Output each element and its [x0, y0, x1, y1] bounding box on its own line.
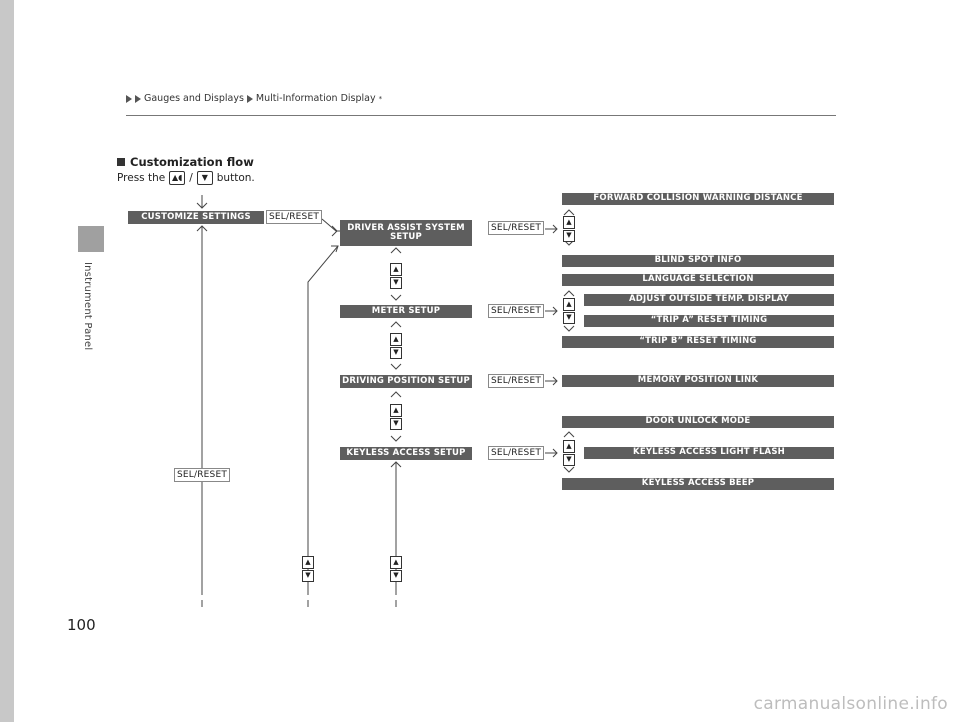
- up-down-arrows: ▲▼: [563, 440, 575, 466]
- breadcrumb-item-mid: Multi-Information Display: [255, 93, 376, 104]
- down-arrow-icon: ▼: [563, 229, 575, 242]
- watermark-text: carmanualsonline.info: [753, 694, 948, 714]
- page-number: 100: [67, 616, 96, 634]
- up-down-arrows: ▲▼: [563, 216, 575, 242]
- up-down-arrows: ▲▼: [302, 556, 314, 582]
- intro-before: Press the: [117, 172, 166, 184]
- down-arrow-icon: ▼: [302, 569, 314, 582]
- down-arrow-icon: ▼: [390, 276, 402, 289]
- up-arrow-icon: ▲: [563, 216, 575, 229]
- section-title: Customization flow: [117, 155, 254, 169]
- breadcrumb-arrow-icon: [135, 94, 141, 103]
- blind-spot-box: BLIND SPOT INFO: [562, 255, 834, 267]
- keyless-light-flash-box: KEYLESS ACCESS LIGHT FLASH: [584, 447, 834, 459]
- up-down-arrows: ▲▼: [563, 298, 575, 324]
- driving-position-setup-box: DRIVING POSITION SETUP: [340, 375, 472, 388]
- section-tab: [78, 226, 104, 252]
- header-rule: [126, 115, 836, 116]
- down-arrow-icon: ▼: [390, 417, 402, 430]
- up-arrow-icon: ▲: [390, 556, 402, 569]
- section-title-text: Customization flow: [130, 155, 254, 169]
- up-arrow-icon: ▲: [563, 298, 575, 311]
- intro-after: button.: [216, 172, 255, 184]
- up-arrow-icon: ▲: [390, 404, 402, 417]
- forward-collision-box: FORWARD COLLISION WARNING DISTANCE: [562, 193, 834, 205]
- adjust-outside-temp-box: ADJUST OUTSIDE TEMP. DISPLAY: [584, 294, 834, 306]
- up-arrow-icon: ▲: [390, 333, 402, 346]
- down-arrow-icon: ▼: [390, 346, 402, 359]
- up-arrow-icon: ▲: [302, 556, 314, 569]
- up-arrow-icon: ▲: [390, 263, 402, 276]
- meter-setup-box: METER SETUP: [340, 305, 472, 318]
- bullet-square-icon: [117, 158, 125, 166]
- breadcrumb-item-gauges: Gauges and Displays: [144, 93, 244, 104]
- keyless-access-setup-box: KEYLESS ACCESS SETUP: [340, 447, 472, 460]
- up-down-arrows: ▲▼: [390, 556, 402, 582]
- down-arrow-icon: ▼: [563, 311, 575, 324]
- memory-position-box: MEMORY POSITION LINK: [562, 375, 834, 387]
- down-arrow-icon: ▼: [390, 569, 402, 582]
- intro-line: Press the ▲◖ / ▼ button.: [117, 171, 255, 185]
- keyless-beep-box: KEYLESS ACCESS BEEP: [562, 478, 834, 490]
- up-down-arrows: ▲▼: [390, 404, 402, 430]
- door-unlock-box: DOOR UNLOCK MODE: [562, 416, 834, 428]
- footnote-mark: *: [378, 94, 383, 103]
- sidebar-strip: [0, 0, 14, 722]
- intro-separator: /: [189, 172, 193, 184]
- sel-reset-button: SEL/RESET: [488, 304, 544, 318]
- customize-settings-box: CUSTOMIZE SETTINGS: [128, 211, 264, 224]
- sidebar-section-label: Instrument Panel: [82, 262, 93, 351]
- trip-b-box: “TRIP B” RESET TIMING: [562, 336, 834, 348]
- breadcrumb-arrow-icon: [246, 94, 253, 103]
- breadcrumb: Gauges and Displays Multi-Information Di…: [126, 93, 382, 104]
- trip-a-box: “TRIP A” RESET TIMING: [584, 315, 834, 327]
- sel-reset-button: SEL/RESET: [488, 221, 544, 235]
- up-down-arrows: ▲▼: [390, 263, 402, 289]
- up-down-arrows: ▲▼: [390, 333, 402, 359]
- breadcrumb-arrow-icon: [126, 94, 132, 103]
- language-selection-box: LANGUAGE SELECTION: [562, 274, 834, 286]
- driver-assist-line1: DRIVER ASSIST SYSTEM: [347, 222, 465, 233]
- down-arrow-icon: ▼: [563, 453, 575, 466]
- sel-reset-button: SEL/RESET: [488, 374, 544, 388]
- sel-reset-button: SEL/RESET: [488, 446, 544, 460]
- down-arrow-icon: ▼: [196, 171, 213, 185]
- driver-assist-line2: SETUP: [390, 232, 422, 242]
- sel-reset-button: SEL/RESET: [266, 210, 322, 224]
- sel-reset-button: SEL/RESET: [174, 468, 230, 482]
- up-arrow-icon: ▲: [563, 440, 575, 453]
- thumbwheel-icon: ▲◖: [169, 171, 186, 185]
